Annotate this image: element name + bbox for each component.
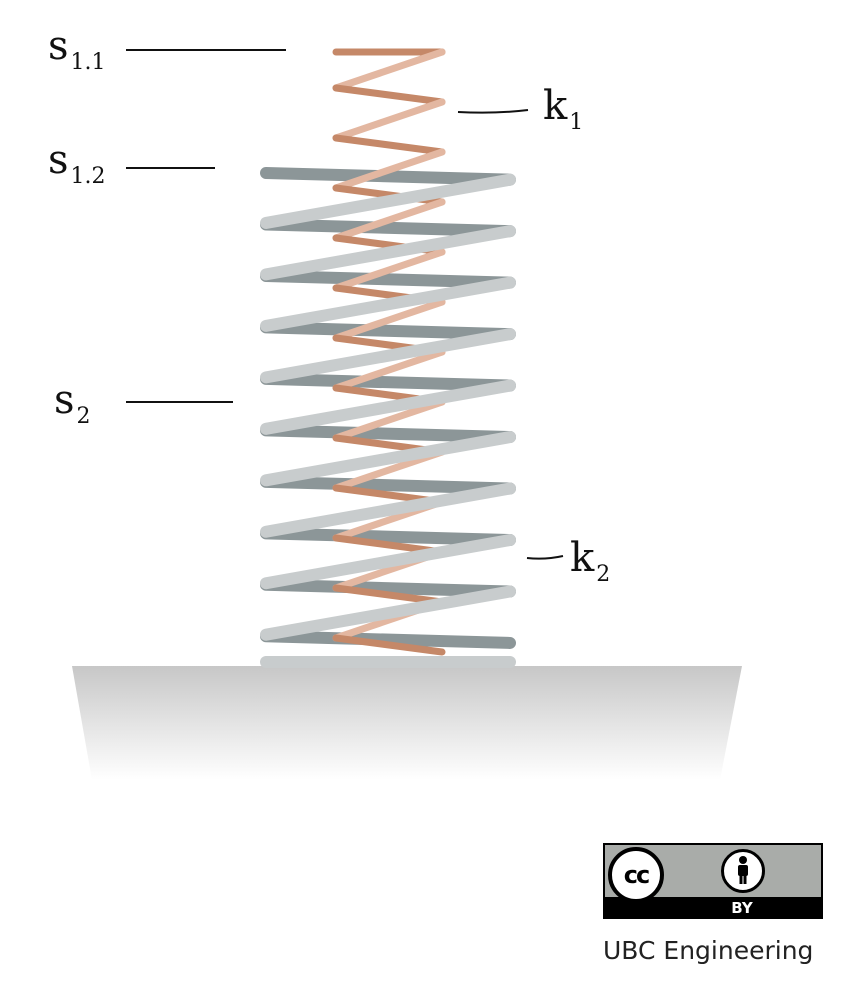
leader-line-k2: [526, 555, 564, 560]
outer-coil-back-segment: [260, 372, 516, 392]
credit-text: UBC Engineering: [603, 936, 814, 965]
outer-coil-back-segment: [260, 321, 516, 341]
outer-coil-front-segment: [260, 482, 516, 538]
label-k1: k1: [543, 86, 583, 134]
outer-coil-back-segment: [260, 218, 516, 238]
label-k2-sub: 2: [596, 561, 611, 587]
outer-coil-front-segment: [260, 379, 516, 435]
inner-coil-front-segment: [332, 48, 446, 92]
inner-coil-front-segment: [332, 148, 446, 192]
label-s2-sub: 2: [76, 403, 91, 429]
inner-coil-back-segment: [332, 584, 446, 606]
label-k2: k2: [570, 538, 610, 586]
label-s12: s1.2: [48, 140, 106, 188]
label-s2: s2: [54, 380, 91, 428]
outer-coil-front-segment: [260, 173, 516, 229]
outer-coil-back-segment: [260, 527, 516, 547]
inner-coil-front-segment: [332, 98, 446, 142]
outer-coil-back-segment: [260, 269, 516, 289]
label-s11-sub: 1.1: [70, 49, 106, 75]
label-k1-main: k: [543, 83, 568, 129]
outer-coil-front-segment: [260, 328, 516, 384]
outer-spring-front-coils: [260, 173, 516, 668]
label-s11-main: s: [48, 23, 69, 69]
inner-coil-back-segment: [332, 634, 446, 656]
label-k2-main: k: [570, 535, 595, 581]
label-s12-sub: 1.2: [70, 163, 106, 189]
inner-coil-back-segment: [332, 134, 446, 156]
outer-coil-front-segment: [260, 534, 516, 590]
leader-line-k1: [457, 109, 529, 114]
outer-coil-front-segment: [260, 585, 516, 641]
outer-coil-back-segment: [260, 578, 516, 598]
outer-coil-back-segment: [260, 475, 516, 495]
outer-coil-back-segment: [260, 630, 516, 649]
creative-commons-by-icon: cc BY: [603, 843, 823, 919]
inner-coil-front-segment: [332, 248, 446, 292]
ground-base: [72, 666, 742, 780]
cc-logo-text: cc: [623, 861, 650, 889]
outer-coil-back-segment: [260, 424, 516, 444]
label-k1-sub: 1: [569, 109, 584, 135]
label-s2-main: s: [54, 377, 75, 423]
outer-coil-front-segment: [260, 431, 516, 487]
cc-by-label: BY: [731, 899, 753, 917]
label-s12-main: s: [48, 137, 69, 183]
outer-coil-front-segment: [260, 225, 516, 281]
inner-coil-front-segment: [332, 298, 446, 342]
outer-coil-back-segment: [260, 167, 516, 186]
inner-coil-front-segment: [332, 398, 446, 442]
person-figure-icon: [738, 856, 748, 884]
outer-coil-front-segment: [260, 276, 516, 332]
outer-spring-back-coils: [260, 167, 516, 649]
inner-coil-front-segment: [332, 348, 446, 392]
inner-coil-back-segment: [332, 84, 446, 106]
label-s11: s1.1: [48, 26, 106, 74]
attribution-person-icon: [721, 849, 765, 893]
cc-logo-icon: cc: [608, 847, 664, 903]
inner-coil-front-segment: [332, 198, 446, 242]
